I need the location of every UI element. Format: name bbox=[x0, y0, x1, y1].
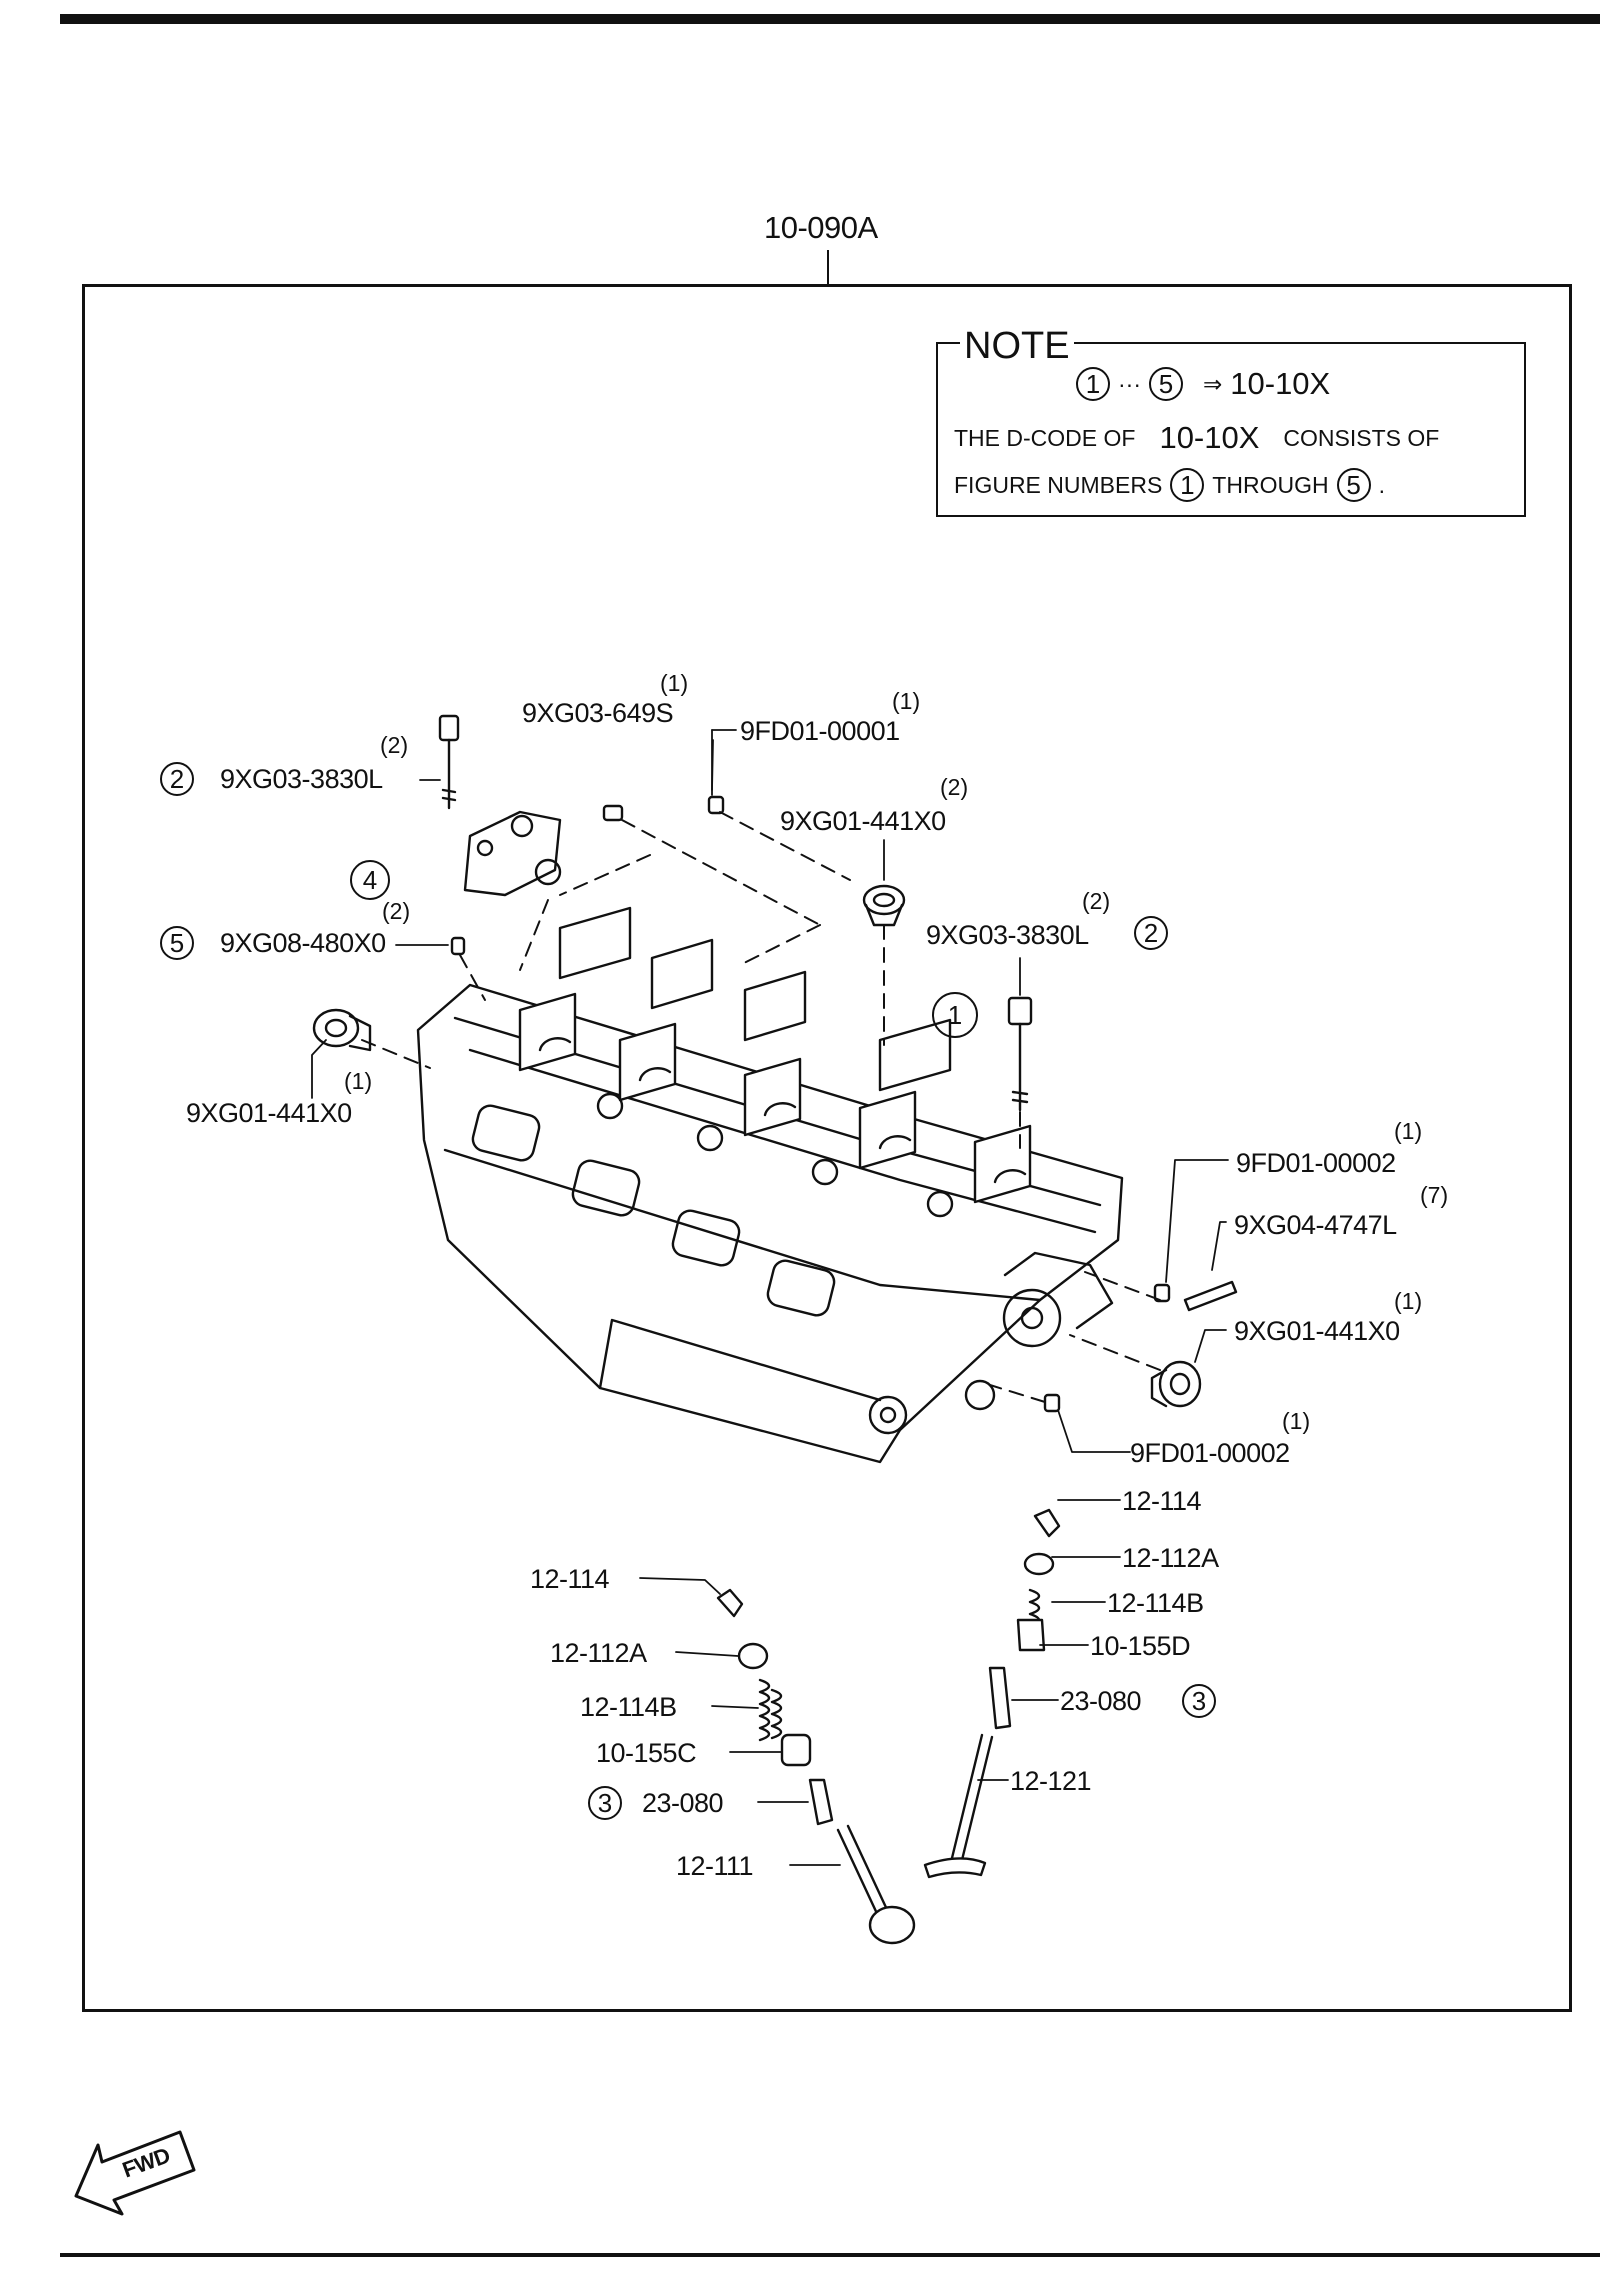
callout-ref-2-left: 2 bbox=[160, 762, 194, 796]
callout-9fd01-00001: 9FD01-00001 bbox=[740, 716, 900, 746]
callout-12-111: 12-111 bbox=[676, 1851, 754, 1881]
note-box: NOTE 1 ··· 5 ⇒ 10-10X THE D-CODE OF 10-1… bbox=[936, 327, 1526, 517]
dowel-pin-front-drawing bbox=[1043, 1393, 1061, 1413]
callout-ref-3-right: 3 bbox=[1182, 1684, 1216, 1718]
dowel-pin-top-drawing bbox=[707, 795, 725, 815]
callout-qty-c13: (1) bbox=[1282, 1408, 1311, 1434]
callout-qty-c11: (7) bbox=[1420, 1182, 1449, 1208]
cylinder-head-drawing bbox=[416, 906, 1124, 1464]
callout-10-155c: 10-155C bbox=[596, 1738, 697, 1768]
callout-qty-c4: (2) bbox=[940, 774, 969, 800]
callout-qty-c2: (1) bbox=[660, 670, 689, 696]
note-line2-code: 10-10X bbox=[1159, 420, 1260, 455]
diagram-frame bbox=[82, 284, 1572, 2012]
note-line3-end: . bbox=[1378, 471, 1385, 498]
callout-12-112a-left: 12-112A bbox=[550, 1638, 647, 1668]
note-line2-b: CONSISTS OF bbox=[1283, 424, 1440, 451]
callout-qty-c1: (2) bbox=[380, 732, 409, 758]
note-line-3: FIGURE NUMBERS 1 THROUGH 5 . bbox=[954, 468, 1385, 502]
dowel-pin-right-drawing bbox=[1153, 1283, 1171, 1303]
callout-9fd01-00002-front: 9FD01-00002 bbox=[1130, 1438, 1290, 1468]
fwd-arrow-icon bbox=[74, 2130, 196, 2216]
top-rule bbox=[60, 14, 1600, 24]
note-line3-a: FIGURE NUMBERS bbox=[954, 471, 1163, 498]
note-line3-n1: 1 bbox=[1170, 468, 1205, 502]
note-line3-b: THROUGH bbox=[1212, 471, 1329, 498]
long-bolt-right-drawing bbox=[1007, 996, 1033, 1112]
callout-ref-5: 5 bbox=[160, 926, 194, 960]
diagram-code: 10-090A bbox=[764, 210, 878, 245]
oil-seal-right-drawing bbox=[1150, 1360, 1202, 1408]
callout-23-080-right: 23-080 bbox=[1060, 1686, 1142, 1716]
note-line-2: THE D-CODE OF 10-10X CONSISTS OF bbox=[954, 420, 1439, 456]
bottom-rule bbox=[60, 2253, 1600, 2257]
callout-9xg03-649s: 9XG03-649S bbox=[522, 698, 674, 728]
oil-seal-left-drawing bbox=[312, 1008, 372, 1052]
callout-9xg04-4747l: 9XG04-4747L bbox=[1234, 1210, 1397, 1240]
note-range-end: 5 bbox=[1148, 367, 1183, 401]
callout-12-121: 12-121 bbox=[1010, 1766, 1092, 1796]
note-range-start: 1 bbox=[1076, 367, 1110, 401]
right-valve-assembly-drawing bbox=[923, 1508, 1061, 1879]
callout-qty-c3: (1) bbox=[892, 688, 921, 714]
long-bolt-left-drawing bbox=[438, 714, 460, 810]
callout-9fd01-00002-right: 9FD01-00002 bbox=[1236, 1148, 1396, 1178]
callout-qty-c12: (1) bbox=[1394, 1288, 1423, 1314]
callout-9xg03-3830l-right: 9XG03-3830L bbox=[926, 920, 1089, 950]
callout-9xg01-441x0-top: 9XG01-441X0 bbox=[780, 806, 946, 836]
plug-649s-drawing bbox=[602, 804, 624, 822]
note-range-dots: ··· bbox=[1118, 370, 1141, 397]
callout-ref-4: 4 bbox=[350, 860, 390, 900]
note-line3-n2: 5 bbox=[1336, 468, 1371, 502]
callout-12-114b-right: 12-114B bbox=[1107, 1588, 1204, 1618]
dowel-pin-left-drawing bbox=[450, 936, 466, 956]
title-stem bbox=[827, 250, 829, 286]
note-range-target: 10-10X bbox=[1230, 366, 1331, 401]
callout-9xg08-480x0: 9XG08-480X0 bbox=[220, 928, 386, 958]
callout-23-080-left: 23-080 bbox=[642, 1788, 724, 1818]
callout-12-114b-left: 12-114B bbox=[580, 1692, 677, 1722]
callout-ref-1: 1 bbox=[932, 992, 978, 1038]
callout-9xg03-3830l-left: 9XG03-3830L bbox=[220, 764, 383, 794]
note-range-row: 1 ··· 5 ⇒ 10-10X bbox=[1076, 366, 1330, 402]
callout-qty-c9: (1) bbox=[344, 1068, 373, 1094]
callout-qty-c10: (1) bbox=[1394, 1118, 1423, 1144]
callout-ref-3-left: 3 bbox=[588, 1786, 622, 1820]
callout-12-114-left: 12-114 bbox=[530, 1564, 610, 1594]
callout-12-112a-right: 12-112A bbox=[1122, 1543, 1219, 1573]
callout-qty-c7: (2) bbox=[1082, 888, 1111, 914]
callout-12-114-right: 12-114 bbox=[1122, 1486, 1202, 1516]
chain-guide-bracket-drawing bbox=[463, 810, 562, 897]
note-title: NOTE bbox=[960, 327, 1074, 365]
callout-9xg01-441x0-left: 9XG01-441X0 bbox=[186, 1098, 352, 1128]
note-line2-a: THE D-CODE OF bbox=[954, 424, 1136, 451]
callout-10-155d: 10-155D bbox=[1090, 1631, 1191, 1661]
stud-bolt-drawing bbox=[1183, 1280, 1238, 1312]
callout-qty-c6: (2) bbox=[382, 898, 411, 924]
left-valve-assembly-drawing bbox=[716, 1588, 916, 1945]
callout-ref-2-right: 2 bbox=[1134, 916, 1168, 950]
oil-seal-top-drawing bbox=[862, 884, 906, 927]
callout-9xg01-441x0-right: 9XG01-441X0 bbox=[1234, 1316, 1400, 1346]
note-arrow: ⇒ bbox=[1202, 370, 1223, 397]
